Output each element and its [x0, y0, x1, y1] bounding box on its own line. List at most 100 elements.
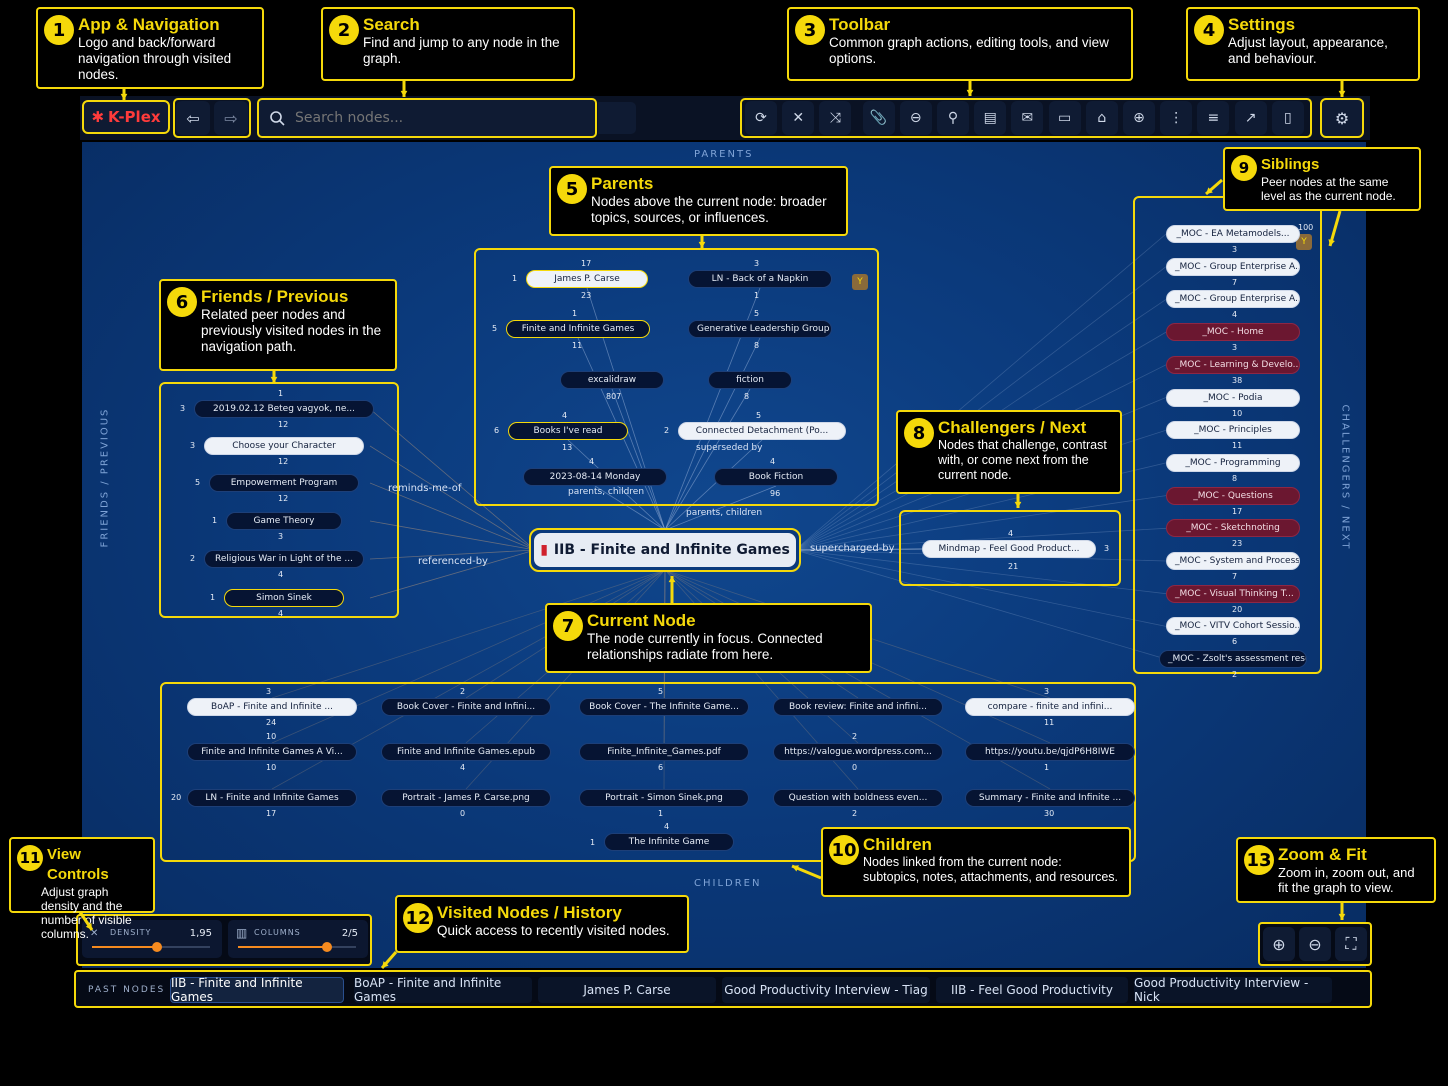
parent-node[interactable]: excalidraw: [560, 371, 664, 389]
past-node-item[interactable]: IIB - Finite and Infinite Games: [170, 976, 344, 1004]
parents-filter-button[interactable]: Y: [852, 274, 868, 290]
challenger-node[interactable]: Mindmap - Feel Good Product...: [922, 540, 1096, 558]
child-node[interactable]: Finite and Infinite Games.epub: [381, 743, 551, 761]
child-node[interactable]: compare - finite and infini...: [965, 698, 1135, 716]
friend-count-bottom: 12: [278, 457, 289, 466]
toolbar-random-button[interactable]: ⤨: [819, 101, 852, 135]
past-node-item[interactable]: IIB - Feel Good Productivity: [936, 977, 1128, 1003]
settings-button[interactable]: ⚙: [1320, 98, 1364, 138]
toolbar-path-button[interactable]: ↗: [1234, 101, 1267, 135]
toolbar-mail-button[interactable]: ✉: [1011, 101, 1044, 135]
friend-node[interactable]: Game Theory: [226, 512, 342, 530]
friend-node[interactable]: Simon Sinek: [224, 589, 344, 607]
child-node[interactable]: Book Cover - Finite and Infini...: [381, 698, 551, 716]
sibling-node[interactable]: _MOC - Learning & Develo...: [1166, 355, 1300, 374]
toolbar-folder-button[interactable]: ▭: [1048, 101, 1081, 135]
challenger-edge: [799, 548, 923, 551]
parent-node[interactable]: Connected Detachment (Po...: [678, 422, 846, 440]
parent-count-top: 4: [562, 411, 568, 420]
friend-node[interactable]: Religious War in Light of the ...: [204, 550, 364, 568]
toolbar-attachment-button[interactable]: 📎: [862, 101, 895, 135]
child-node[interactable]: Summary - Finite and Infinite ...: [965, 789, 1135, 807]
sibling-node[interactable]: _MOC - Sketchnoting: [1166, 519, 1300, 538]
sibling-node[interactable]: _MOC - VITV Cohort Sessio...: [1166, 617, 1300, 636]
sibling-node[interactable]: _MOC - System and Process ...: [1166, 552, 1300, 570]
current-node[interactable]: ▮IIB - Finite and Infinite Games: [529, 528, 801, 572]
toolbar-unpin-icon: ✕: [792, 110, 805, 126]
toolbar-globe-button[interactable]: ⊕: [1123, 101, 1155, 135]
sibling-node[interactable]: _MOC - Programming: [1166, 453, 1300, 472]
toolbar-list-button[interactable]: ≡: [1197, 101, 1230, 135]
child-count-bottom: 1: [658, 809, 664, 818]
back-button[interactable]: ⇦: [176, 101, 210, 135]
toolbar-remove-button[interactable]: ⊖: [899, 101, 932, 135]
parent-node[interactable]: Book Fiction: [714, 468, 838, 486]
parent-node[interactable]: LN - Back of a Napkin: [688, 270, 832, 288]
parents-group: [474, 248, 879, 506]
toolbar-grid-button[interactable]: ⋮: [1160, 101, 1193, 135]
search-box[interactable]: [257, 98, 597, 138]
sibling-node[interactable]: _MOC - Zsolt's assessment resu...: [1159, 650, 1307, 669]
child-node[interactable]: LN - Finite and Infinite Games: [187, 789, 357, 807]
sibling-node[interactable]: _MOC - Podia: [1166, 388, 1300, 407]
search-input[interactable]: [295, 110, 575, 126]
child-node[interactable]: The Infinite Game: [604, 833, 734, 851]
child-node[interactable]: BoAP - Finite and Infinite ...: [187, 698, 357, 716]
toolbar-refresh-button[interactable]: ⟳: [745, 101, 777, 135]
child-node[interactable]: Portrait - James P. Carse.png: [381, 789, 551, 807]
parent-count-top: 1: [572, 309, 578, 318]
child-node[interactable]: Book review: Finite and infini...: [773, 698, 943, 716]
forward-button[interactable]: ⇨: [214, 101, 248, 135]
sibling-node[interactable]: _MOC - Visual Thinking T...: [1166, 584, 1300, 603]
parent-node[interactable]: 2023-08-14 Monday: [523, 468, 667, 486]
fit-view-button[interactable]: ⛶: [1335, 927, 1367, 961]
sibling-node[interactable]: _MOC - EA Metamodels...: [1166, 225, 1300, 243]
past-node-item[interactable]: James P. Carse: [538, 977, 716, 1003]
zoom-out-button[interactable]: ⊖: [1299, 927, 1331, 961]
toolbar-branch-button[interactable]: ⚲: [937, 101, 969, 135]
toolbar-unpin-button[interactable]: ✕: [782, 101, 815, 135]
child-node[interactable]: Book Cover - The Infinite Game...: [579, 698, 749, 716]
sibling-node[interactable]: _MOC - Group Enterprise A...: [1166, 257, 1300, 276]
past-node-item[interactable]: BoAP - Finite and Infinite Games: [354, 976, 532, 1004]
child-node[interactable]: Question with boldness even...: [773, 789, 943, 807]
friend-node[interactable]: Choose your Character: [204, 437, 364, 455]
child-node[interactable]: Finite and Infinite Games A Vi...: [187, 743, 357, 761]
parent-count-bottom: 23: [581, 291, 592, 300]
child-node[interactable]: https://youtu.be/qjdP6H8IWE: [965, 743, 1135, 761]
parent-node[interactable]: fiction: [708, 371, 792, 389]
parent-node[interactable]: James P. Carse: [526, 270, 648, 288]
toolbar-remove-icon: ⊖: [909, 110, 922, 126]
columns-track[interactable]: [238, 942, 356, 952]
child-node[interactable]: https://valogue.wordpress.com...: [773, 743, 943, 761]
edge-label-supercharged: supercharged-by: [810, 543, 895, 554]
sibling-node[interactable]: _MOC - Questions: [1166, 486, 1300, 505]
siblings-filter-button[interactable]: Y: [1296, 234, 1312, 250]
sibling-node[interactable]: _MOC - Principles: [1166, 421, 1300, 440]
toolbar-document-button[interactable]: ▤: [974, 101, 1007, 135]
friend-count-bottom: 3: [278, 532, 284, 541]
toolbar-bookmark-button[interactable]: ▯: [1271, 101, 1304, 135]
past-node-item[interactable]: Good Productivity Interview - Nick: [1134, 976, 1332, 1004]
parent-node[interactable]: Books I've read: [508, 422, 628, 440]
app-logo[interactable]: ✱K-Plex: [82, 100, 170, 134]
toolbar-tag-button[interactable]: ⌂: [1085, 101, 1118, 135]
child-node[interactable]: Finite_Infinite_Games.pdf: [579, 743, 749, 761]
columns-handle[interactable]: [321, 942, 332, 952]
past-node-item[interactable]: Good Productivity Interview - Tiag: [722, 977, 930, 1003]
friend-node[interactable]: Empowerment Program: [209, 474, 359, 492]
density-handle[interactable]: [151, 942, 162, 952]
parent-node[interactable]: Finite and Infinite Games: [506, 320, 650, 338]
columns-control[interactable]: ▥ COLUMNS 2/5: [228, 920, 368, 958]
parent-node[interactable]: Generative Leadership Group: [688, 320, 832, 338]
child-node[interactable]: Portrait - Simon Sinek.png: [579, 789, 749, 807]
child-count-left: 1: [590, 838, 596, 847]
friend-node[interactable]: 2019.02.12 Beteg vagyok, ne...: [194, 400, 374, 418]
sibling-node[interactable]: _MOC - Group Enterprise A...: [1166, 290, 1300, 309]
sibling-node[interactable]: _MOC - Home: [1166, 323, 1300, 342]
density-track[interactable]: [92, 942, 210, 952]
zoom-in-button[interactable]: ⊕: [1263, 927, 1295, 961]
density-control[interactable]: ✕ DENSITY 1,95: [82, 920, 222, 958]
